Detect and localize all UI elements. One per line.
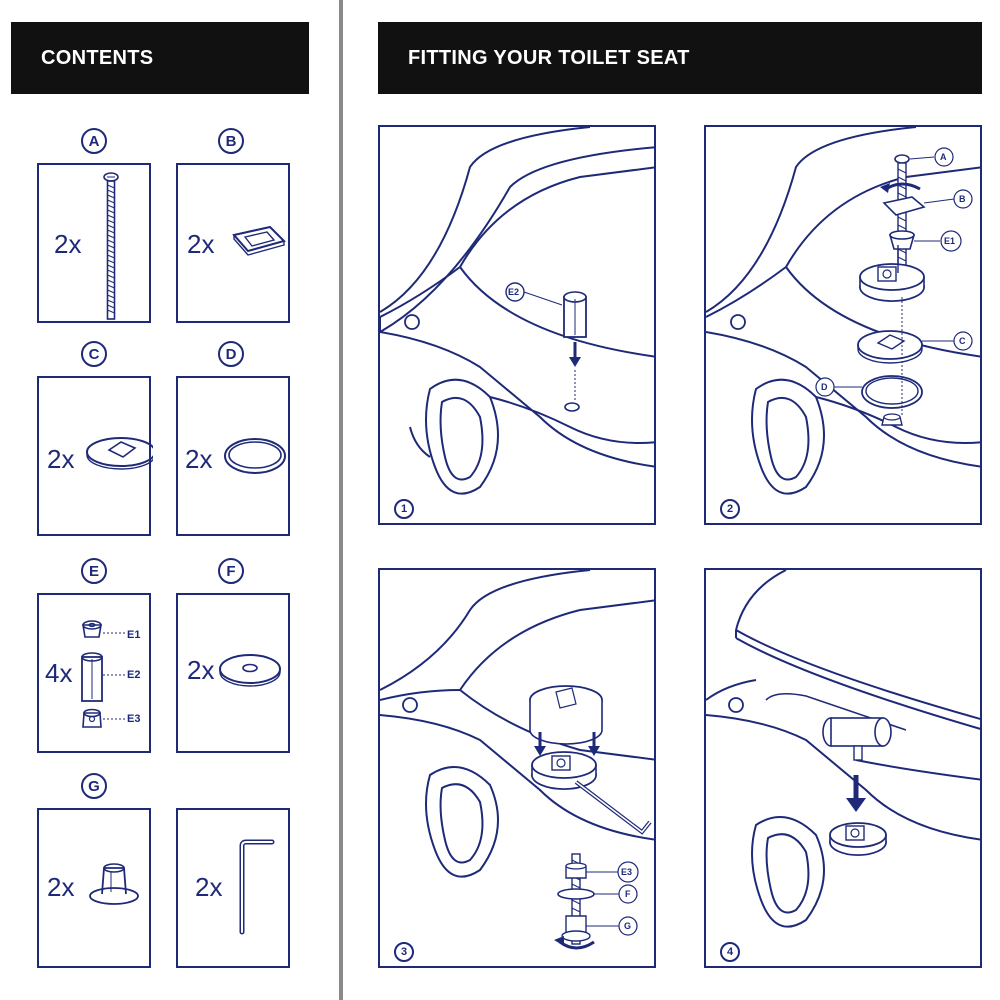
allen-key-icon	[239, 839, 275, 935]
rubber-ring-icon	[224, 438, 286, 474]
part-f-box: 2x	[176, 593, 290, 753]
step-4-panel: 4	[704, 568, 982, 968]
part-e-box: 4x E1 E2 E3	[37, 593, 151, 753]
rectangular-washer-icon	[232, 225, 286, 256]
part-allen-key-box: 2x	[176, 808, 290, 968]
step-2-label-d: D	[821, 382, 828, 392]
letter-a: A	[81, 128, 107, 154]
step-1-panel: E2 1	[378, 125, 656, 525]
letter-b: B	[218, 128, 244, 154]
part-g-qty: 2x	[47, 872, 75, 902]
step-4-number: 4	[720, 942, 740, 962]
bolt-icon	[103, 172, 119, 320]
flat-washer-icon	[219, 654, 281, 687]
part-c-box: 2x	[37, 376, 153, 536]
step-4-illustration	[706, 570, 980, 928]
part-e2-label: E2	[127, 669, 141, 681]
step-3-illustration: E3 F G	[380, 570, 654, 950]
part-f-qty: 2x	[187, 655, 215, 685]
step-2-label-c: C	[959, 336, 966, 346]
contents-title: CONTENTS	[41, 46, 154, 69]
part-b-qty: 2x	[187, 229, 215, 259]
step-2-panel: A B E1 C D 2	[704, 125, 982, 525]
part-e3-label: E3	[127, 713, 141, 725]
step-2-number: 2	[720, 499, 740, 519]
part-c-qty: 2x	[47, 444, 75, 474]
step-3-panel: E3 F G 3	[378, 568, 656, 968]
step-3-label-f: F	[625, 889, 631, 899]
part-a-qty: 2x	[54, 229, 82, 259]
step-3-label-e3: E3	[621, 867, 632, 877]
step-1-label-e2: E2	[508, 287, 519, 297]
part-d-box: 2x	[176, 376, 290, 536]
expansion-plug-set-icon	[81, 620, 125, 728]
part-g-box: 2x	[37, 808, 151, 968]
step-1-number: 1	[394, 499, 414, 519]
step-3-label-g: G	[624, 921, 631, 931]
step-2-illustration: A B E1 C D	[706, 127, 980, 495]
step-2-label-a: A	[940, 152, 947, 162]
fitting-header: FITTING YOUR TOILET SEAT	[378, 22, 982, 94]
letter-e: E	[81, 558, 107, 584]
step-2-label-b: B	[959, 194, 966, 204]
fitting-title: FITTING YOUR TOILET SEAT	[408, 46, 690, 69]
part-a-box: 2x	[37, 163, 151, 323]
letter-d: D	[218, 341, 244, 367]
contents-header: CONTENTS	[11, 22, 309, 94]
step-3-number: 3	[394, 942, 414, 962]
step-1-illustration: E2	[380, 127, 654, 495]
part-e1-label: E1	[127, 629, 141, 641]
part-allen-key-qty: 2x	[195, 872, 223, 902]
part-e-qty: 4x	[45, 658, 73, 688]
letter-f: F	[218, 558, 244, 584]
flange-nut-icon	[89, 863, 139, 905]
part-d-qty: 2x	[185, 444, 213, 474]
column-divider	[339, 0, 343, 1000]
letter-c: C	[81, 341, 107, 367]
step-2-label-e1: E1	[944, 236, 955, 246]
letter-g: G	[81, 773, 107, 799]
part-b-box: 2x	[176, 163, 290, 323]
square-hole-disc-icon	[86, 437, 153, 470]
